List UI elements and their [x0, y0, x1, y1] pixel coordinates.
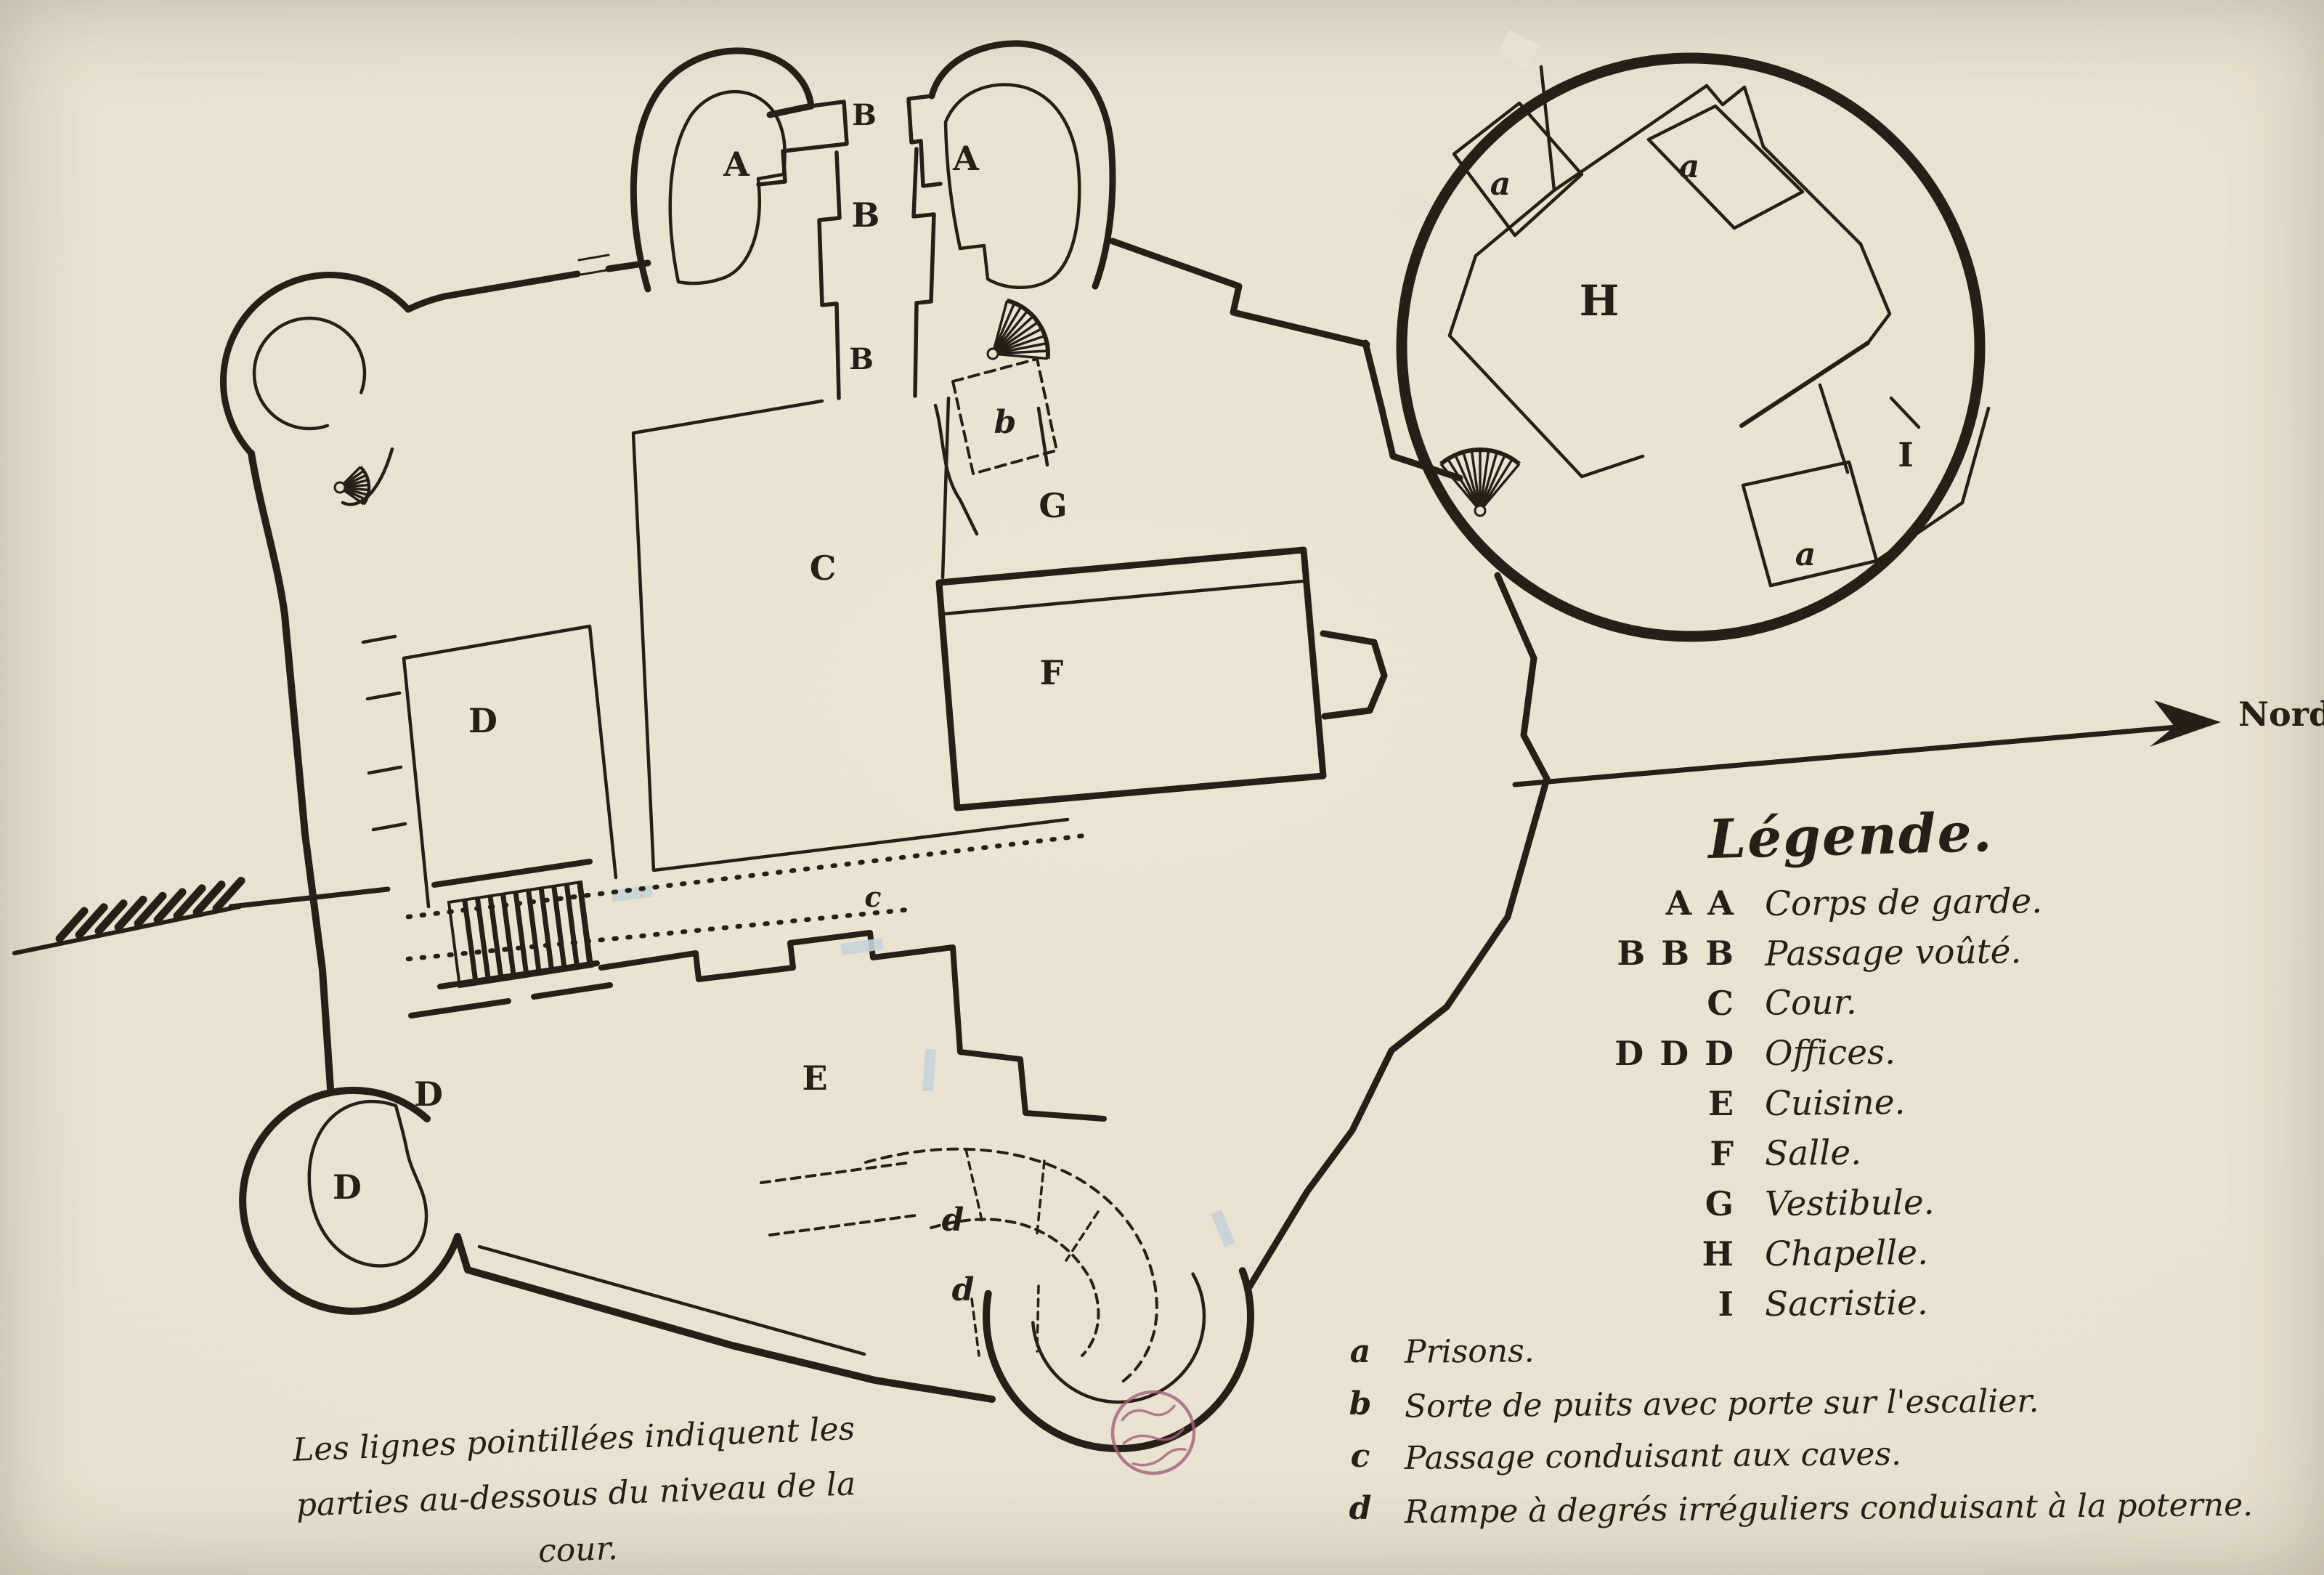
chapel-interior-walls [1447, 65, 1991, 588]
arrow-feather [12, 876, 245, 955]
legend-minor-label: Passage conduisant aux caves. [1404, 1435, 1902, 1477]
plan-label-C-7: C [810, 548, 837, 588]
plan-label-D-8: D [468, 701, 497, 740]
plan-label-B-4: B [849, 342, 874, 376]
spiral-stair [935, 296, 1050, 411]
prison-a-2 [1646, 104, 1805, 230]
passage-c-dotted [405, 833, 1089, 920]
legend-key: D D D [1614, 1033, 1736, 1073]
legend-minor-item: a Prisons. [1342, 1325, 2253, 1377]
dotted-passages [405, 833, 1158, 1386]
legend-minor-key: d [1349, 1489, 1372, 1527]
spiral-stair [309, 456, 371, 519]
north-arrow [228, 700, 2221, 910]
plan-label-B-0: B [852, 98, 877, 132]
plan-label-D-13: D [333, 1167, 362, 1207]
legend-item: F Salle. [1545, 1128, 2042, 1178]
plan-label-a-17: a [1490, 166, 1511, 203]
door-openings [611, 30, 1540, 1248]
legend-label: Offices. [1764, 1032, 1896, 1074]
plan-label-B-3: B [852, 195, 880, 235]
stair-hatching [447, 880, 594, 989]
legend-key: A A [1665, 883, 1736, 923]
plan-label-G-6: G [1039, 486, 1067, 525]
legend-label: Vestibule. [1764, 1182, 1935, 1225]
plan-label-F-9: F [1040, 653, 1064, 692]
plan-label-d-14: d [942, 1202, 964, 1239]
north-label: Nord [2238, 695, 2324, 734]
legend-item: E Cuisine. [1545, 1078, 2042, 1128]
legend-key: C [1707, 983, 1736, 1023]
legend-item: G Vestibule. [1545, 1178, 2042, 1228]
chapel-tower-wall [1396, 52, 1986, 642]
legend-key: B B B [1617, 933, 1736, 973]
legend-key: F [1710, 1133, 1736, 1173]
legend-minor-item: b Sorte de puits avec porte sur l'escalie… [1342, 1377, 2253, 1430]
plan-label-b-5: b [994, 404, 1017, 441]
plan-label-A-2: A [952, 139, 980, 178]
inner-walls [252, 65, 1991, 1404]
well-room-b [951, 357, 1058, 475]
legend-label: Cour. [1764, 982, 1858, 1024]
legend-item: C Cour. [1545, 978, 2042, 1028]
salle-walls [935, 546, 1327, 811]
library-stamp [1110, 1390, 1196, 1475]
legend-minor-key: c [1350, 1437, 1370, 1475]
legend-minor-item: c Passage conduisant aux caves. [1342, 1430, 2253, 1482]
plan-label-E-12: E [802, 1058, 827, 1098]
legend-minor-key: b [1349, 1385, 1372, 1422]
prison-a-1 [1452, 101, 1584, 238]
plan-label-a-18: a [1679, 148, 1700, 185]
legend-label: Sacristie. [1764, 1282, 1929, 1325]
legend-minor-label: Rampe à degrés irréguliers conduisant à … [1404, 1486, 2254, 1531]
legend-label: Passage voûté. [1764, 931, 2022, 974]
legend-minor-label: Prisons. [1404, 1332, 1535, 1371]
footnote: Les lignes pointillées indiquent les par… [279, 1401, 873, 1575]
legend-label: Corps de garde. [1764, 881, 2043, 924]
generated-detail [12, 296, 1543, 989]
legend-label: Salle. [1764, 1133, 1862, 1174]
legend-item: H Chapelle. [1545, 1228, 2042, 1279]
arrowhead-icon [2150, 700, 2221, 747]
plan-label-D-11: D [414, 1074, 443, 1114]
rampe-d-dotted [864, 1147, 1158, 1386]
legend-minor-key: a [1349, 1332, 1371, 1370]
legend-key: E [1707, 1083, 1736, 1123]
legend-key: H [1702, 1234, 1736, 1274]
legend-item: B B B Passage voûté. [1545, 928, 2042, 978]
legend-item: D D D Offices. [1545, 1028, 2042, 1078]
legend-label: Cuisine. [1764, 1082, 1906, 1125]
legend-item: I Sacristie. [1545, 1279, 2042, 1329]
legend-label: Chapelle. [1764, 1232, 1929, 1275]
legend-key: I [1718, 1284, 1736, 1324]
legend-item: A A Corps de garde. [1545, 878, 2043, 928]
legend-minor-item: d Rampe à degrés irréguliers conduisant à… [1342, 1482, 2254, 1534]
plan-label-H-16: H [1580, 276, 1620, 325]
legend-minor-label: Sorte de puits avec porte sur l'escalier… [1404, 1382, 2039, 1425]
outer-walls [219, 40, 1986, 1452]
spiral-stair [1417, 448, 1543, 574]
legend-key: G [1705, 1183, 1736, 1223]
plan-label-a-20: a [1795, 536, 1816, 573]
legend-title: Légende. [1707, 801, 1994, 872]
legend-minor: a Prisons. b Sorte de puits avec porte sur … [1342, 1325, 2254, 1534]
plan-label-d-15: d [952, 1271, 975, 1308]
plan-label-I-19: I [1898, 435, 1914, 474]
plan-label-A-1: A [723, 145, 750, 184]
legend: A A Corps de garde. B B B Passage voûté. C Co… [1545, 878, 2042, 1329]
plan-label-c-10: c [864, 880, 881, 913]
